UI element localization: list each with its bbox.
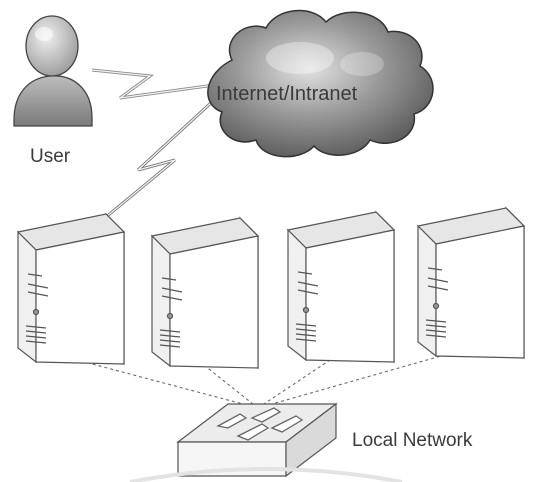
lightning-link-cloud-server	[99, 100, 214, 224]
lightning-link-user-cloud	[91, 68, 223, 100]
user-icon	[13, 15, 93, 127]
local-links	[61, 349, 463, 409]
server-3	[286, 210, 396, 364]
server-2	[150, 216, 260, 370]
server-4	[416, 206, 526, 360]
user-label: User	[30, 146, 71, 167]
server-icon	[425, 267, 449, 338]
local-network-label: Local Network	[352, 430, 473, 451]
server-icon	[295, 271, 319, 342]
link-switch-server-3	[257, 355, 337, 409]
server-icon	[25, 273, 49, 344]
network-switch-icon	[176, 402, 338, 478]
cloud-label: Internet/Intranet	[216, 83, 358, 105]
link-switch-server-2	[199, 361, 259, 409]
server-icon	[159, 277, 183, 348]
server-1	[16, 212, 126, 366]
link-switch-server-4	[257, 349, 463, 409]
decorative-arc	[129, 467, 403, 482]
link-switch-server-1	[61, 355, 259, 409]
cloud-icon	[207, 9, 434, 158]
